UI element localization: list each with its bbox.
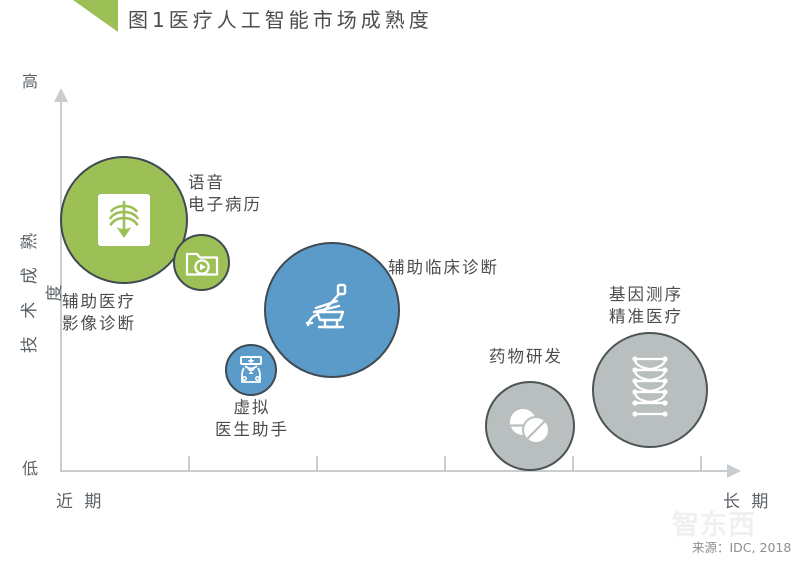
page-title: 图1医疗人工智能市场成熟度: [128, 8, 433, 32]
bubble-virtual-doctor[interactable]: [225, 344, 277, 396]
bubble-label-gene-sequencing: 基因测序 精准医疗: [609, 284, 683, 329]
bubble-medical-imaging[interactable]: [60, 156, 188, 284]
header-wedge-decoration: [73, 0, 118, 32]
x-axis-tick: [700, 456, 702, 471]
folder-play-icon: [185, 252, 218, 276]
y-axis-arrow-icon: [54, 88, 68, 102]
label-line-2: 医生助手: [215, 420, 289, 440]
y-axis-title: 技 术 成 熟 度: [20, 226, 65, 354]
label-line-2: 影像诊断: [62, 314, 136, 334]
pills-icon: [510, 409, 550, 444]
bubble-drug-discovery[interactable]: [485, 381, 575, 471]
bubble-label-medical-imaging: 辅助医疗 影像诊断: [62, 291, 136, 336]
x-axis-tick: [572, 456, 574, 471]
x-axis-tick: [444, 456, 446, 471]
label-line-2: 精准医疗: [609, 307, 683, 327]
label-line-2: 电子病历: [188, 195, 262, 215]
label-line-1: 语音: [188, 173, 225, 192]
bubble-label-drug-discovery: 药物研发: [489, 346, 563, 368]
label-line-1: 辅助临床诊断: [388, 258, 499, 277]
y-axis-line: [60, 100, 62, 471]
bubble-voice-emr[interactable]: [173, 234, 230, 291]
bubble-label-clinical-diagnosis: 辅助临床诊断: [388, 257, 499, 279]
doctor-icon: [240, 356, 262, 383]
label-line-1: 基因测序: [609, 285, 683, 304]
dna-icon: [632, 356, 668, 417]
bubble-clinical-diagnosis[interactable]: [264, 242, 400, 378]
bubble-gene-sequencing[interactable]: [592, 332, 708, 448]
medical-chair-icon: [305, 283, 347, 329]
label-line-1: 虚拟: [233, 398, 271, 417]
ribcage-xray-icon: [98, 194, 150, 246]
watermark: 智东西: [672, 510, 756, 541]
label-line-1: 药物研发: [489, 347, 563, 366]
source-note: 来源：IDC, 2018: [692, 540, 792, 555]
x-axis-arrow-icon: [727, 464, 741, 478]
x-axis-tick: [188, 456, 190, 471]
bubble-label-virtual-doctor: 虚拟 医生助手: [198, 397, 306, 442]
x-axis-line: [60, 470, 729, 472]
label-line-1: 辅助医疗: [62, 292, 136, 311]
x-axis-near-term-label: 近 期: [56, 492, 105, 512]
y-axis-high-label: 高: [22, 72, 39, 91]
y-axis-low-label: 低: [22, 459, 39, 478]
x-axis-tick: [316, 456, 318, 471]
bubble-label-voice-emr: 语音 电子病历: [188, 172, 262, 217]
x-axis-long-term-label: 长 期: [723, 492, 772, 512]
